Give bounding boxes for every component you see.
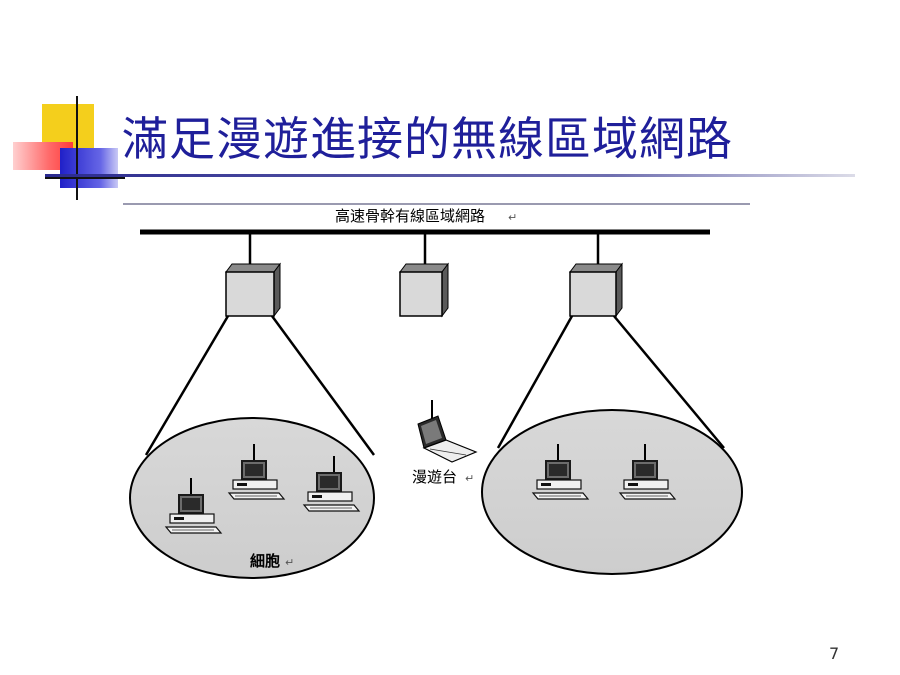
backbone-label: 高速骨幹有線區域網路 <box>335 207 485 225</box>
coverage-line-right-b <box>613 315 725 449</box>
title-underline <box>45 174 855 177</box>
computer-icon <box>303 456 360 512</box>
computer-icon <box>619 444 676 500</box>
deco-horizontal-line <box>45 177 125 179</box>
access-point-right <box>569 262 623 318</box>
deco-vertical-line <box>76 96 78 200</box>
page-number: 7 <box>829 644 840 663</box>
computer-icon <box>228 444 285 500</box>
access-point-middle <box>399 262 449 318</box>
paragraph-mark-cell: ↵ <box>285 556 294 569</box>
coverage-line-right-a <box>496 315 574 449</box>
cell-label: 細胞 <box>250 552 280 570</box>
slide-title: 滿足漫遊進接的無線區域網路 <box>122 112 733 166</box>
paragraph-mark-backbone: ↵ <box>508 211 517 224</box>
roaming-station-label: 漫遊台 <box>412 468 457 486</box>
computer-icon <box>165 478 222 534</box>
access-point-left <box>225 262 281 318</box>
coverage-line-left-b <box>270 315 376 456</box>
paragraph-mark-roaming: ↵ <box>465 472 474 485</box>
deco-blue-square <box>60 148 118 188</box>
computer-icon <box>532 444 589 500</box>
roaming-laptop-icon <box>417 400 478 463</box>
coverage-line-left-a <box>144 315 230 456</box>
cell-right <box>481 409 743 575</box>
